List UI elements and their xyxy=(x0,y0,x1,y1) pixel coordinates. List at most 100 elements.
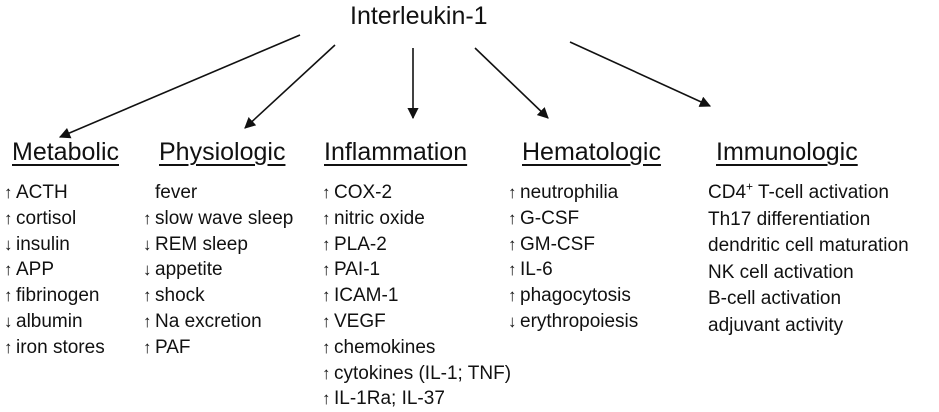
arrow-up-icon xyxy=(508,257,520,283)
arrow-up-icon xyxy=(4,257,16,283)
item-label: G-CSF xyxy=(520,207,580,229)
arrow-up-icon xyxy=(322,335,334,361)
list-item: PAF xyxy=(143,335,293,361)
diagram-title: Interleukin-1 xyxy=(350,2,488,30)
item-label: CD4 xyxy=(708,182,747,203)
heading-immunologic: Immunologic xyxy=(716,138,858,166)
list-item: dendritic cell maturation xyxy=(708,233,909,260)
item-label: erythropoiesis xyxy=(520,310,639,332)
item-label: albumin xyxy=(16,310,83,332)
column-inflammation: Inflammation COX-2nitric oxidePLA-2PAI-1… xyxy=(322,138,511,412)
item-label: IL-6 xyxy=(520,259,553,281)
list-item: B-cell activation xyxy=(708,286,909,313)
list-item: COX-2 xyxy=(322,180,511,206)
arrow-down-icon xyxy=(143,257,155,283)
arrow-up-icon xyxy=(322,386,334,412)
item-label: APP xyxy=(16,259,55,281)
column-hematologic: Hematologic neutrophiliaG-CSF GM-CSF IL-6 p… xyxy=(508,138,661,335)
arrow-to-physiologic xyxy=(244,44,336,129)
item-label: dendritic cell maturation xyxy=(708,235,909,256)
arrow-up-icon xyxy=(508,180,520,206)
list-item: nitric oxide xyxy=(322,206,511,232)
list-item: neutrophilia xyxy=(508,180,661,206)
list-item: Na excretion xyxy=(143,309,293,335)
heading-physiologic: Physiologic xyxy=(159,138,286,166)
item-superscript: + xyxy=(746,179,754,194)
list-item: GM-CSF xyxy=(508,232,661,258)
item-label-rest: T-cell activation xyxy=(753,182,889,203)
item-label: shock xyxy=(155,285,205,307)
item-label: ICAM-1 xyxy=(334,285,399,307)
item-label: phagocytosis xyxy=(520,285,631,307)
arrow-up-icon xyxy=(143,206,155,232)
arrow-up-icon xyxy=(508,232,520,258)
arrow-up-icon xyxy=(322,309,334,335)
list-item: erythropoiesis xyxy=(508,309,661,335)
item-label: insulin xyxy=(16,233,70,255)
arrow-up-icon xyxy=(4,180,16,206)
arrow-up-icon xyxy=(4,335,16,361)
list-item: fibrinogen xyxy=(4,283,119,309)
item-label: PAF xyxy=(155,336,191,358)
arrow-to-hematologic xyxy=(474,47,549,119)
arrow-up-icon xyxy=(508,283,520,309)
list-item: fever xyxy=(143,180,293,206)
arrow-down-icon xyxy=(4,309,16,335)
item-label: neutrophilia xyxy=(520,182,619,203)
list-item: G-CSF xyxy=(508,206,661,232)
arrow-down-icon xyxy=(4,232,16,258)
list-physiologic: fever slow wave sleepREM sleep appetite sho… xyxy=(143,180,293,361)
list-item: NK cell activation xyxy=(708,260,909,287)
item-label: nitric oxide xyxy=(334,207,425,229)
column-physiologic: Physiologic fever slow wave sleepREM slee… xyxy=(143,138,293,361)
arrow-up-icon xyxy=(322,361,334,387)
item-label: REM sleep xyxy=(155,233,248,255)
list-item: phagocytosis xyxy=(508,283,661,309)
list-item: appetite xyxy=(143,257,293,283)
item-label: fever xyxy=(155,182,198,203)
item-label: GM-CSF xyxy=(520,233,595,255)
list-item: APP xyxy=(4,257,119,283)
item-label: VEGF xyxy=(334,310,386,332)
column-metabolic: Metabolic ACTH cortisolinsulinAPP fibrinog… xyxy=(4,138,119,361)
list-item: chemokines xyxy=(322,335,511,361)
list-item: ACTH xyxy=(4,180,119,206)
item-label: PAI-1 xyxy=(334,259,381,281)
arrow-down-icon xyxy=(143,232,155,258)
arrow-down-icon xyxy=(508,309,520,335)
list-metabolic: ACTH cortisolinsulinAPP fibrinogen albumin i… xyxy=(4,180,119,361)
list-item: ICAM-1 xyxy=(322,283,511,309)
list-item: VEGF xyxy=(322,309,511,335)
item-label: fibrinogen xyxy=(16,285,100,307)
item-label: appetite xyxy=(155,259,223,281)
list-item: IL-6 xyxy=(508,257,661,283)
list-inflammation: COX-2nitric oxidePLA-2PAI-1ICAM-1VEGF che… xyxy=(322,180,511,412)
item-label: B-cell activation xyxy=(708,288,842,309)
list-item: iron stores xyxy=(4,335,119,361)
item-label: ACTH xyxy=(16,182,68,203)
list-item: CD4+ T-cell activation xyxy=(708,180,909,207)
list-item: adjuvant activity xyxy=(708,313,909,340)
list-item: cortisol xyxy=(4,206,119,232)
list-item: PLA-2 xyxy=(322,232,511,258)
arrow-up-icon xyxy=(322,206,334,232)
arrow-up-icon xyxy=(4,206,16,232)
list-item: REM sleep xyxy=(143,232,293,258)
heading-inflammation: Inflammation xyxy=(324,138,468,166)
arrow-up-icon xyxy=(322,283,334,309)
item-label: IL-1Ra; IL-37 xyxy=(334,388,445,410)
arrow-up-icon xyxy=(322,257,334,283)
item-label: Na excretion xyxy=(155,310,262,332)
heading-metabolic: Metabolic xyxy=(12,138,119,166)
item-label: PLA-2 xyxy=(334,233,387,255)
arrow-up-icon xyxy=(143,309,155,335)
item-label: iron stores xyxy=(16,336,105,358)
item-label: NK cell activation xyxy=(708,261,854,283)
arrow-to-metabolic xyxy=(58,34,301,139)
heading-hematologic: Hematologic xyxy=(522,138,661,166)
list-item: albumin xyxy=(4,309,119,335)
list-item: IL-1Ra; IL-37 xyxy=(322,386,511,412)
list-item: slow wave sleep xyxy=(143,206,293,232)
